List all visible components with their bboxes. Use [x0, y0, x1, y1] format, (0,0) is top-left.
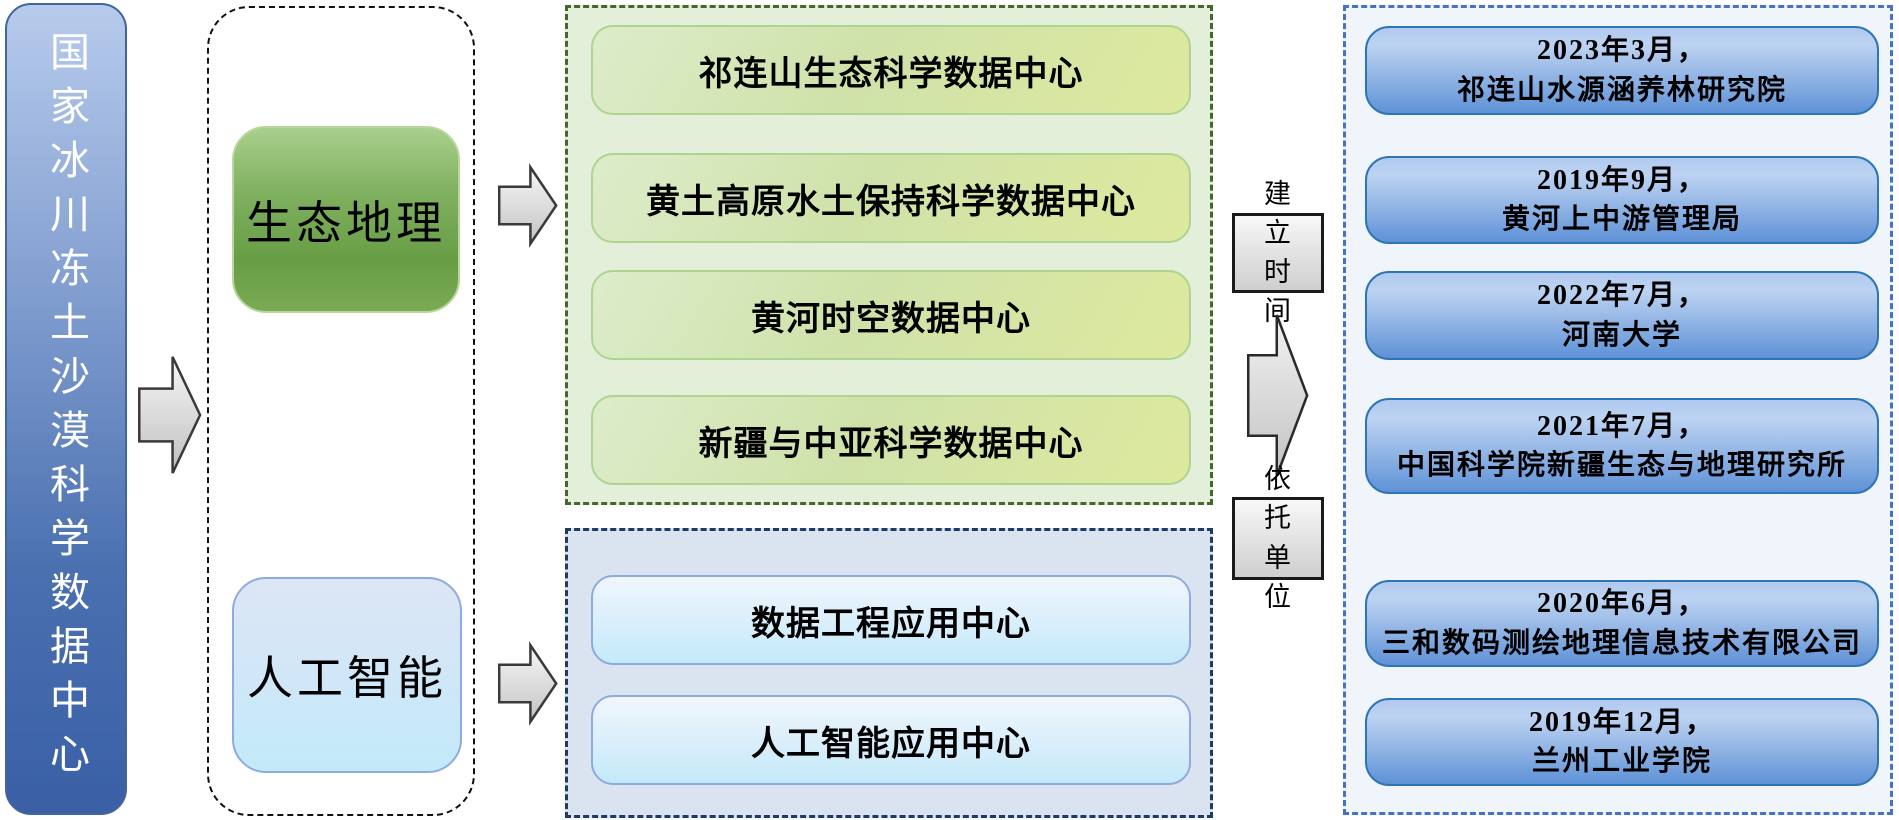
root-org-title: 国家冰川冻土沙漠科学数据中心 — [44, 31, 89, 787]
ai-centers-group: 数据工程应用中心 人工智能应用中心 — [565, 528, 1213, 818]
establish-time-label: 建立时间 — [1232, 179, 1324, 326]
arrow-right-icon — [498, 163, 558, 248]
eco-center-item: 黄土高原水土保持科学数据中心 — [591, 153, 1191, 243]
eco-center-item: 黄河时空数据中心 — [591, 270, 1191, 360]
arrow-right-icon — [138, 349, 202, 481]
arrow-right-icon — [498, 641, 558, 726]
eco-center-item: 祁连山生态科学数据中心 — [591, 25, 1191, 115]
institution-org: 兰州工业学院 — [1531, 746, 1712, 777]
institution-org: 祁连山水源涵养林研究院 — [1456, 74, 1787, 106]
category-artificial-intelligence: 人工智能 — [232, 577, 462, 773]
institution-org: 中国科学院新疆生态与地理研究所 — [1396, 450, 1847, 481]
category-ai-label: 人工智能 — [247, 653, 447, 704]
arrow-right-icon — [1247, 308, 1309, 483]
institution-org: 黄河上中游管理局 — [1501, 204, 1742, 235]
institution-date: 2023年3月， — [1536, 35, 1707, 67]
institution-date: 2019年12月， — [1528, 706, 1715, 738]
institution-item: 2023年3月， 祁连山水源涵养林研究院 — [1365, 26, 1879, 115]
category-eco-geography: 生态地理 — [232, 126, 460, 313]
eco-center-item: 新疆与中亚科学数据中心 — [591, 395, 1191, 485]
ai-center-item: 数据工程应用中心 — [591, 575, 1191, 665]
institutions-group: 2023年3月， 祁连山水源涵养林研究院 2019年9月， 黄河上中游管理局 2… — [1343, 5, 1893, 815]
institution-item: 2022年7月， 河南大学 — [1365, 271, 1879, 360]
eco-center-name: 黄河时空数据中心 — [751, 300, 1031, 338]
ai-center-item: 人工智能应用中心 — [591, 695, 1191, 785]
institution-date: 2022年7月， — [1536, 280, 1707, 312]
institution-org: 河南大学 — [1561, 319, 1682, 351]
institution-date: 2019年9月， — [1536, 164, 1707, 196]
eco-center-name: 黄土高原水土保持科学数据中心 — [646, 183, 1136, 221]
eco-center-name: 新疆与中亚科学数据中心 — [698, 425, 1084, 463]
institution-item: 2019年9月， 黄河上中游管理局 — [1365, 156, 1879, 244]
ai-center-name: 数据工程应用中心 — [751, 605, 1031, 643]
root-org-box: 国家冰川冻土沙漠科学数据中心 — [5, 3, 127, 815]
institution-org: 三和数码测绘地理信息技术有限公司 — [1381, 627, 1862, 659]
ai-center-name: 人工智能应用中心 — [751, 725, 1031, 763]
category-group: 生态地理 人工智能 — [207, 6, 475, 816]
category-eco-label: 生态地理 — [246, 197, 446, 249]
eco-centers-group: 祁连山生态科学数据中心 黄土高原水土保持科学数据中心 黄河时空数据中心 新疆与中… — [565, 5, 1213, 505]
supporting-unit-label: 依托单位 — [1232, 464, 1324, 612]
institution-date: 2021年7月， — [1536, 410, 1707, 442]
eco-center-name: 祁连山生态科学数据中心 — [698, 55, 1084, 93]
institution-item: 2021年7月， 中国科学院新疆生态与地理研究所 — [1365, 398, 1879, 494]
institution-item: 2019年12月， 兰州工业学院 — [1365, 698, 1879, 786]
institution-item: 2020年6月， 三和数码测绘地理信息技术有限公司 — [1365, 580, 1879, 667]
institution-date: 2020年6月， — [1536, 588, 1707, 620]
